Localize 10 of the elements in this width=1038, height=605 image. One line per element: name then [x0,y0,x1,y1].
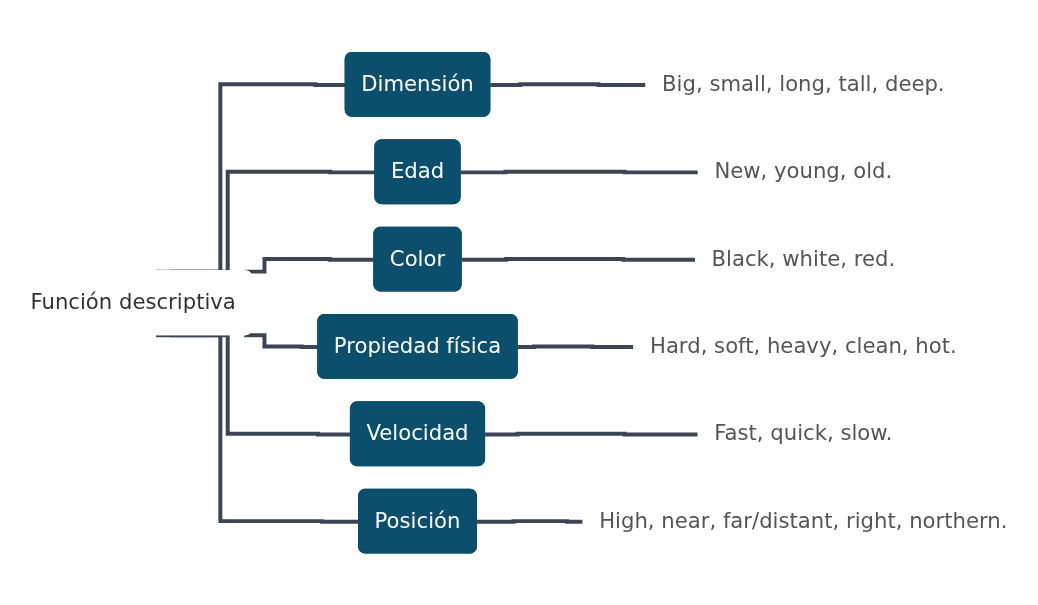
node-text: Big, small, long, tall, deep. [662,70,945,97]
diagram: Función descriptiva Dimensión Big, small, long, tall, deep. Edad New, young, old. Color Black, white, red. Propiedad física Hard, soft, heavy, clean, hot. Velocidad Fast, quick, slow. Posición High, near, far/distant, right, northern. [4,41,1034,564]
node-text: Black, white, red. [711,245,896,271]
connector [490,82,647,87]
node-text: New, young, old. [714,158,893,184]
connector [517,344,635,349]
node-text: High, near, far/distant, right, northern. [599,507,1008,533]
node-text: Fast, quick, slow. [714,420,893,446]
node-text: Hard, soft, heavy, clean, hot. [649,332,957,359]
connector [476,518,584,524]
